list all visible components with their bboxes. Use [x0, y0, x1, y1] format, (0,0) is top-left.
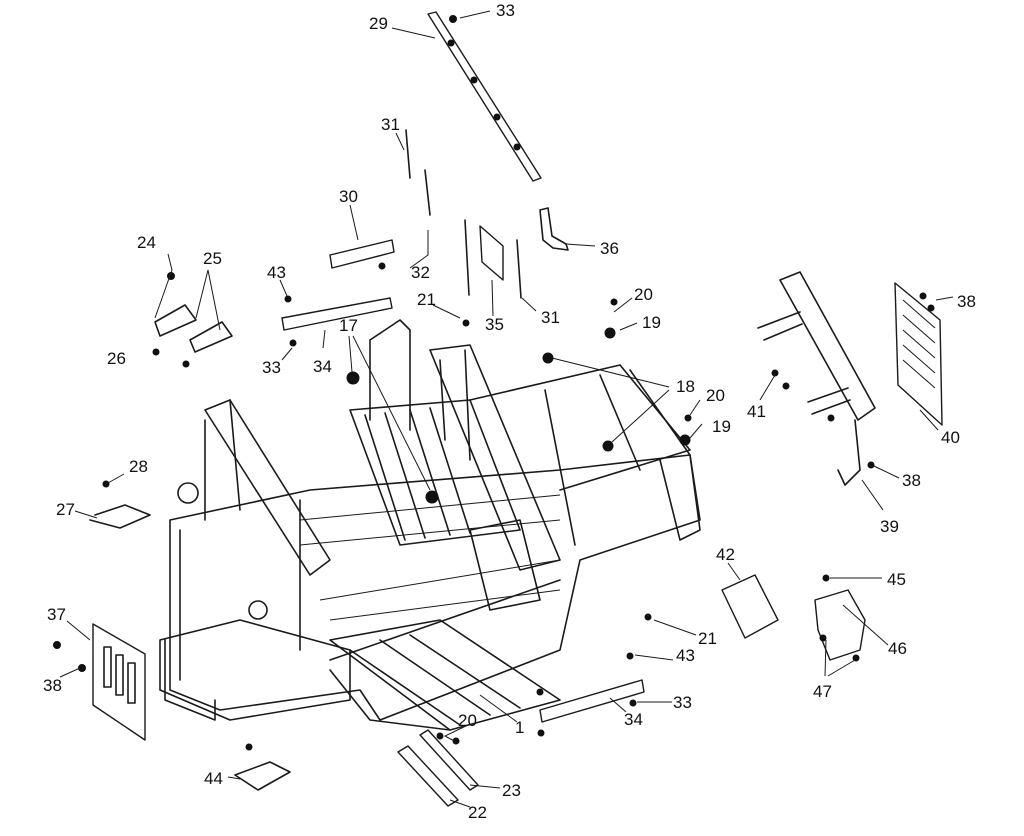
callout-36: 36	[600, 239, 619, 258]
callout-26: 26	[107, 349, 126, 368]
callout-24: 24	[137, 233, 156, 252]
callout-40: 40	[941, 428, 960, 447]
brackets-24-25-26	[152, 272, 233, 368]
callout-38: 38	[902, 471, 921, 490]
callout-19: 19	[712, 417, 731, 436]
part-37-grille	[53, 623, 146, 741]
callout-22: 22	[468, 803, 487, 822]
part-42-plate	[721, 574, 779, 639]
callout-20: 20	[634, 285, 653, 304]
part-34-rail-bottom	[539, 679, 645, 723]
callout-18: 18	[676, 377, 695, 396]
callout-1: 1	[515, 718, 524, 737]
callout-47: 47	[813, 682, 832, 701]
part-34-rail-top	[281, 297, 393, 331]
callout-41: 41	[747, 402, 766, 421]
part-29-bar	[427, 11, 542, 182]
callout-45: 45	[887, 570, 906, 589]
callout-32: 32	[411, 263, 430, 282]
callout-20: 20	[706, 386, 725, 405]
callout-17: 17	[339, 316, 358, 335]
rods-31-32	[405, 129, 522, 299]
part-28-bolt	[102, 480, 110, 488]
leader-lines	[59, 10, 954, 808]
callout-27: 27	[56, 500, 75, 519]
callout-31: 31	[541, 308, 560, 327]
callout-labels: 29 33 31 30 24 25 43 32 36 21 20 31 35 1…	[43, 1, 976, 822]
callout-31: 31	[381, 115, 400, 134]
callout-42: 42	[716, 545, 735, 564]
callout-34: 34	[624, 710, 643, 729]
callout-23: 23	[502, 781, 521, 800]
callout-30: 30	[339, 187, 358, 206]
callout-25: 25	[203, 249, 222, 268]
main-frame	[159, 319, 701, 731]
callout-33: 33	[496, 1, 515, 20]
part-27-plate	[89, 504, 151, 529]
callout-44: 44	[204, 769, 223, 788]
part-44-plate	[234, 761, 291, 791]
callout-35: 35	[485, 315, 504, 334]
callout-43: 43	[267, 263, 286, 282]
part-35-bracket	[479, 225, 504, 281]
part-46-mount	[814, 574, 866, 662]
part-39-tube-frame	[757, 271, 876, 486]
callout-43: 43	[676, 646, 695, 665]
hardware-fasteners	[245, 262, 875, 751]
callout-34: 34	[313, 357, 332, 376]
callout-33: 33	[673, 693, 692, 712]
callout-37: 37	[47, 605, 66, 624]
callout-21: 21	[417, 290, 436, 309]
callout-21: 21	[698, 629, 717, 648]
callout-29: 29	[369, 14, 388, 33]
callout-39: 39	[880, 517, 899, 536]
part-30-plate	[329, 239, 395, 269]
callout-33: 33	[262, 358, 281, 377]
callout-38: 38	[43, 676, 62, 695]
callout-38: 38	[957, 292, 976, 311]
part-36-bracket	[539, 207, 569, 251]
callout-20: 20	[458, 711, 477, 730]
part-40-grille	[894, 282, 943, 426]
callout-28: 28	[129, 457, 148, 476]
callout-46: 46	[888, 639, 907, 658]
parts-22-23-skid	[397, 729, 479, 807]
callout-19: 19	[642, 313, 661, 332]
